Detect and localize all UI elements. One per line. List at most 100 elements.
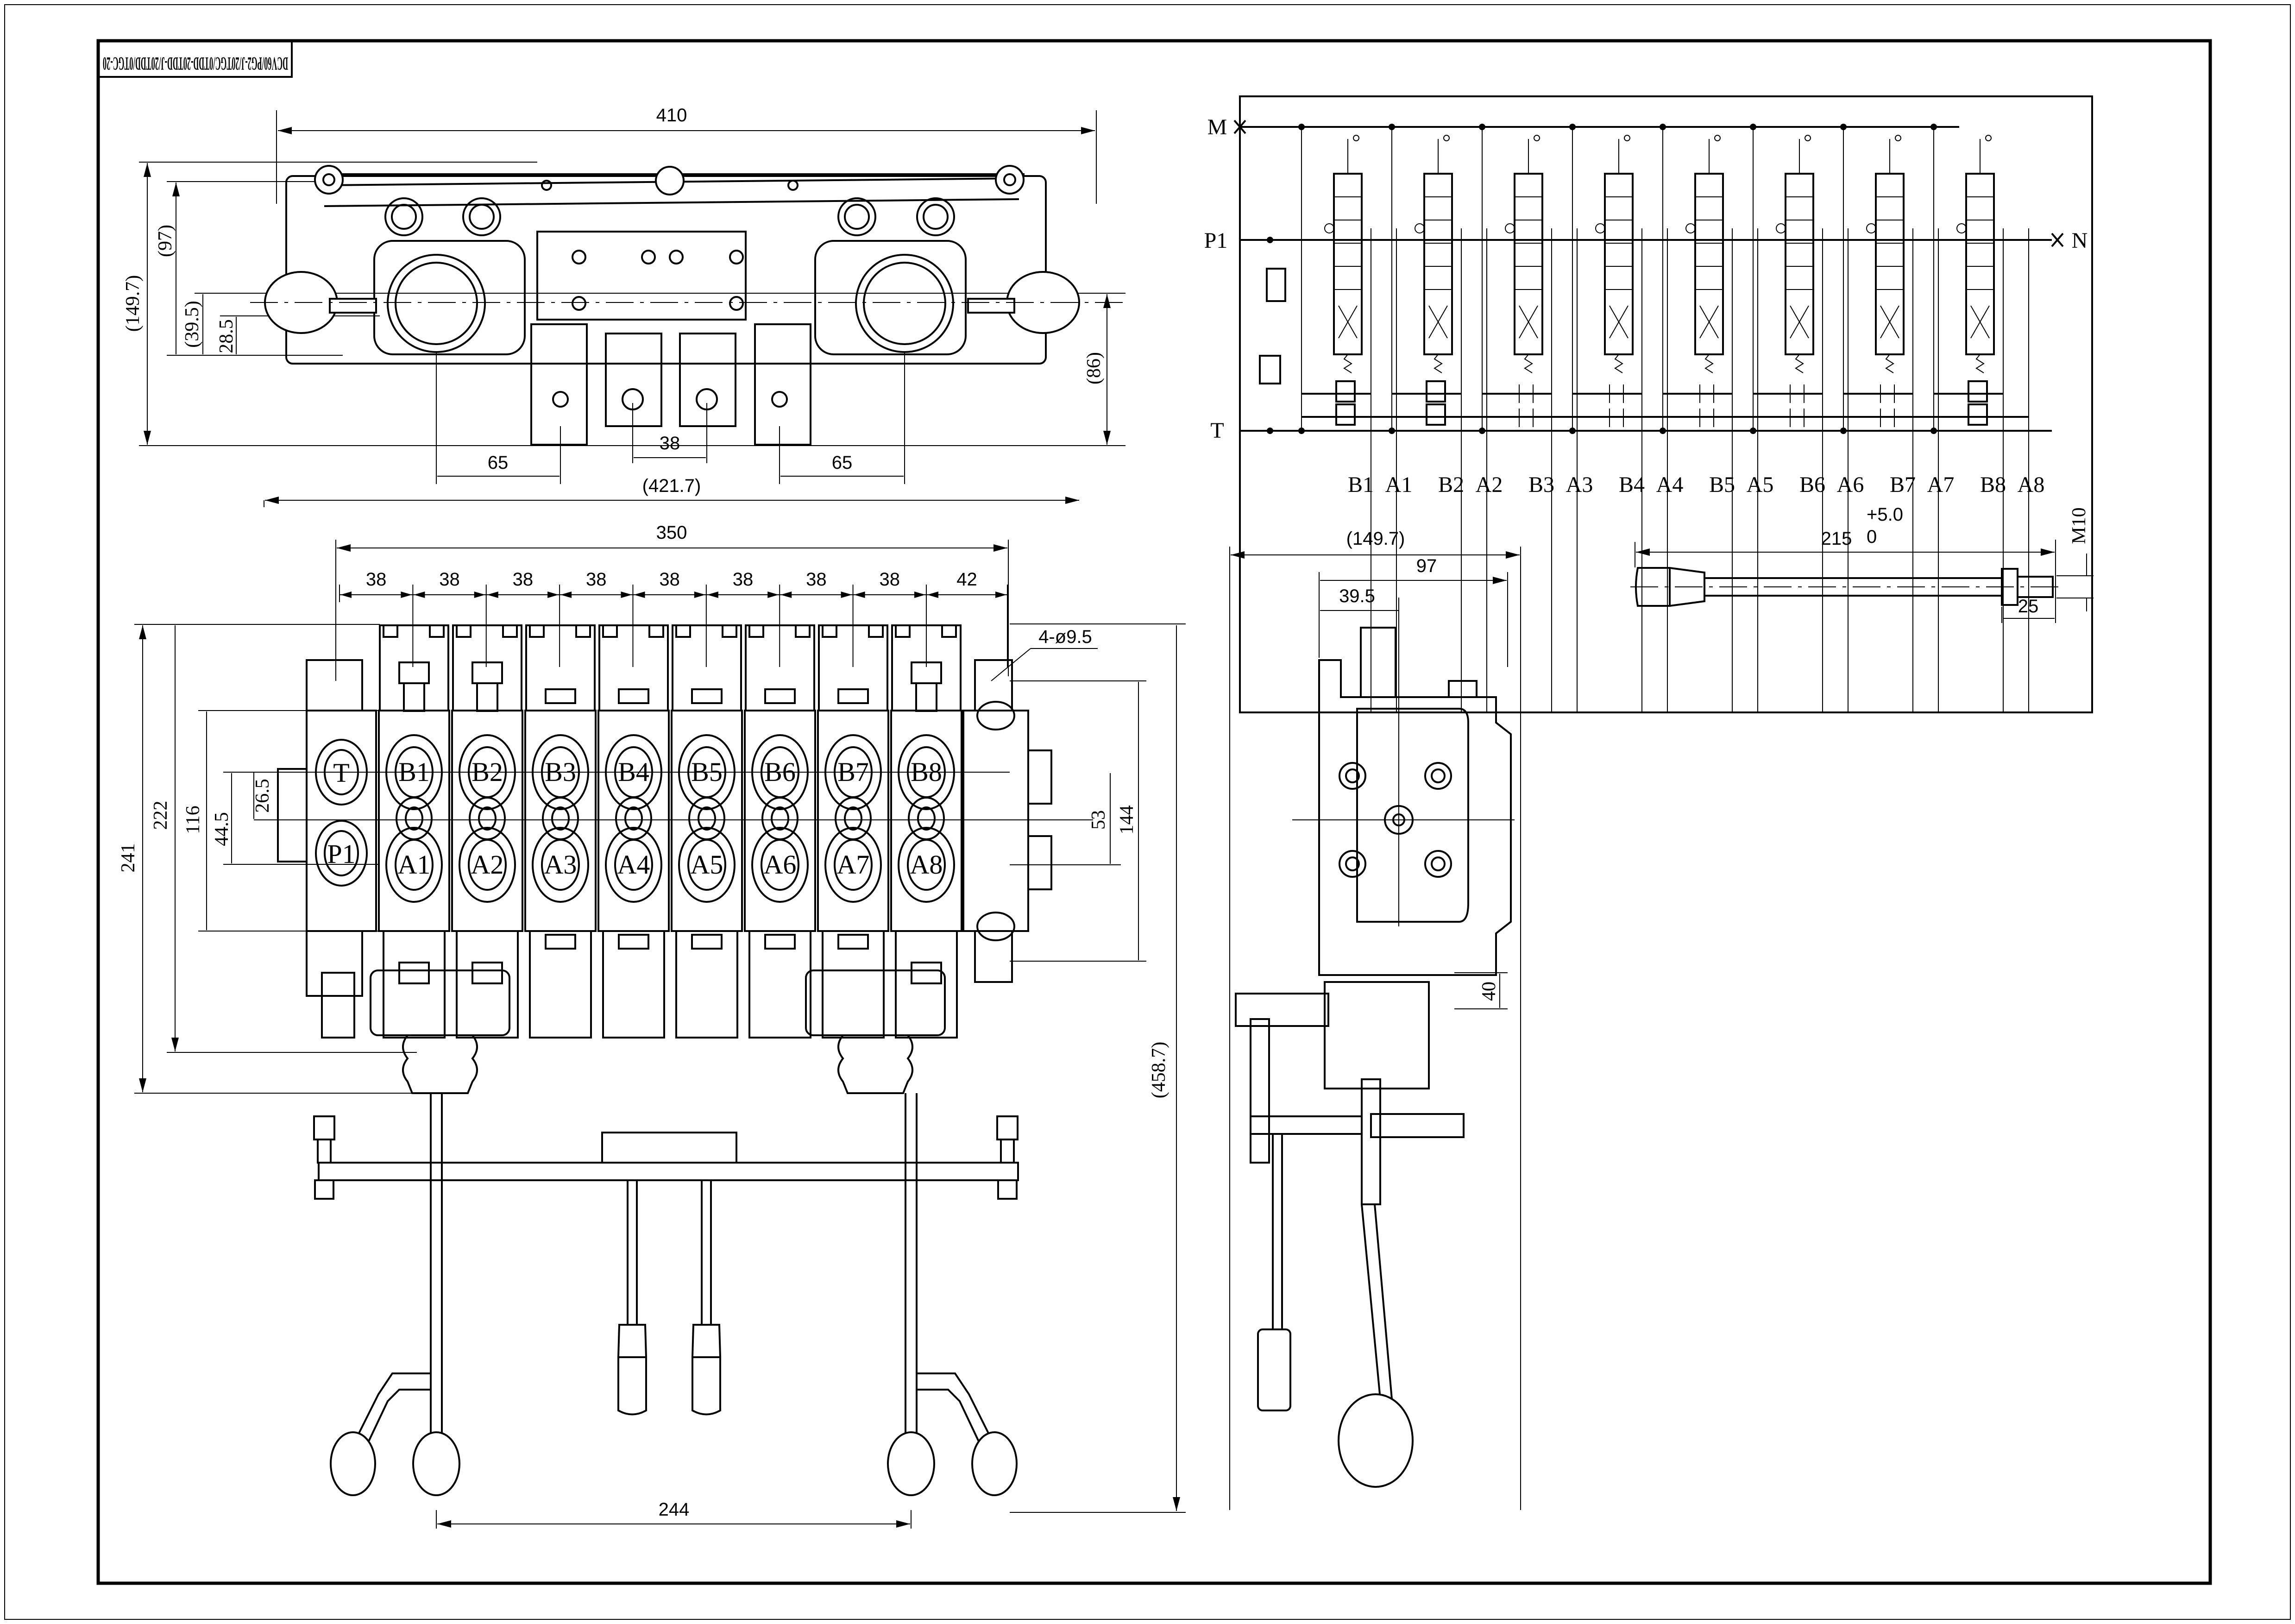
port-label-b7: B7 (837, 757, 869, 787)
label-n: N (2072, 228, 2088, 253)
dim-65-right: 65 (832, 453, 853, 473)
top-view: 410 (421.7) (149.7) (97) (39.5) 28.5 (86… (122, 105, 1125, 507)
dim-40: 40 (1478, 982, 1500, 1001)
pitch-label: 38 (366, 569, 387, 590)
schematic-section-2 (1389, 124, 1487, 712)
lever-left[interactable] (330, 1093, 460, 1496)
dim-222: 222 (150, 801, 171, 830)
schematic-port-b1: B1 (1348, 472, 1374, 497)
linkage-pivot-right (995, 165, 1025, 195)
handle-grip-icon[interactable] (692, 1324, 721, 1416)
side-ball-knob[interactable] (1338, 1393, 1414, 1488)
port-t[interactable] (324, 749, 359, 795)
spool-end-3 (679, 333, 736, 427)
lever-actuator-icon (1714, 135, 1721, 141)
port-a2[interactable] (468, 839, 507, 891)
dim-97-side: 97 (1416, 556, 1437, 576)
port-a3[interactable] (541, 839, 580, 891)
dim-53: 53 (1088, 810, 1109, 830)
port-relief-valve (1426, 380, 1446, 403)
handle-tol-upper: +5.0 (1867, 504, 1903, 525)
center-bore (844, 806, 862, 831)
center-plate (536, 231, 747, 321)
port-label-a5: A5 (691, 850, 723, 880)
port-label-b8: B8 (911, 757, 942, 787)
dim-144: 144 (1116, 806, 1138, 835)
plug-n-icon (2051, 233, 2064, 247)
handle-tol-lower: 0 (1867, 527, 1877, 547)
title-text: DCV60/PG2-J/20TGC/0TDD-20TDD-J/20TDD/0TG… (103, 53, 288, 74)
port-a8[interactable] (907, 839, 946, 891)
side-view: (149.7) 97 39.5 40 (1229, 529, 1521, 1510)
lever-right[interactable] (887, 1093, 1018, 1496)
check-valve-icon (1866, 223, 1876, 233)
port-a7[interactable] (834, 839, 873, 891)
ball-knob-icon[interactable] (887, 1431, 935, 1496)
schematic-section-1 (1298, 124, 1397, 712)
center-bore (698, 806, 716, 831)
boot-1 (370, 969, 510, 1036)
ball-knob-icon[interactable] (330, 1431, 376, 1496)
port-a4[interactable] (614, 839, 653, 891)
clamp-knob-icon[interactable] (313, 1115, 335, 1140)
port-label-p1: P1 (327, 839, 355, 869)
lever-actuator-icon (1353, 135, 1359, 141)
center-bore (917, 806, 936, 831)
spool-caps-top (384, 197, 955, 236)
port-label-a2: A2 (471, 850, 504, 880)
port-relief-valve (1968, 380, 1988, 403)
clamp-knob-icon[interactable] (996, 1115, 1019, 1140)
port-relief-valve (1335, 380, 1356, 403)
handle-grip-icon[interactable] (617, 1324, 647, 1416)
port-label-b5: B5 (691, 757, 723, 787)
port-a5[interactable] (687, 839, 726, 891)
spool-valve-symbol (1694, 173, 1724, 355)
pitch-label: 42 (956, 569, 977, 590)
port-a6[interactable] (761, 839, 799, 891)
schematic-port-a7: A7 (1927, 472, 1955, 497)
port-label-a8: A8 (910, 850, 943, 880)
pitch-label: 38 (513, 569, 534, 590)
lever-actuator-icon (1443, 135, 1450, 141)
center-linkage (601, 1132, 737, 1164)
port-label-a4: A4 (617, 850, 650, 880)
lever-center-1[interactable] (617, 1180, 647, 1416)
lever-center-2[interactable] (692, 1180, 721, 1416)
handle-length: 215 (1821, 529, 1852, 549)
port-label-b2: B2 (472, 757, 503, 787)
spring-icon (1614, 354, 1623, 373)
port-block-left (373, 240, 526, 355)
port-label-b3: B3 (545, 757, 576, 787)
lever-actuator-icon (1624, 135, 1630, 141)
port-a1[interactable] (395, 839, 434, 891)
pitch-label: 38 (586, 569, 607, 590)
check-valve-icon (1415, 223, 1425, 233)
spool-valve-symbol (1514, 173, 1543, 355)
dim-44-5: 44.5 (211, 812, 233, 846)
schematic-section-7 (1840, 124, 1939, 712)
dim-65-left: 65 (488, 453, 509, 473)
dim-26-5: 26.5 (252, 779, 273, 813)
pitch-label: 38 (880, 569, 900, 590)
dim-39-5-top: (39.5) (182, 301, 203, 347)
center-bore (551, 806, 570, 831)
ball-knob-icon[interactable] (971, 1431, 1018, 1496)
schematic-port-b3: B3 (1528, 472, 1554, 497)
schematic-port-a2: A2 (1476, 472, 1503, 497)
center-bore (478, 806, 497, 831)
spool-valve-symbol (1785, 173, 1814, 355)
check-valve-icon (1505, 223, 1515, 233)
label-p1: P1 (1204, 228, 1228, 253)
check-valve-icon (1324, 223, 1334, 233)
schematic-port-a4: A4 (1656, 472, 1684, 497)
lever-actuator-icon (1805, 135, 1811, 141)
schematic-section-5 (1660, 124, 1758, 712)
spool-valve-symbol (1423, 173, 1453, 355)
plug-m-icon (1233, 120, 1246, 134)
ball-knob-icon[interactable] (412, 1431, 460, 1496)
outer-border (4, 4, 2291, 1620)
port-p1[interactable] (324, 830, 359, 876)
